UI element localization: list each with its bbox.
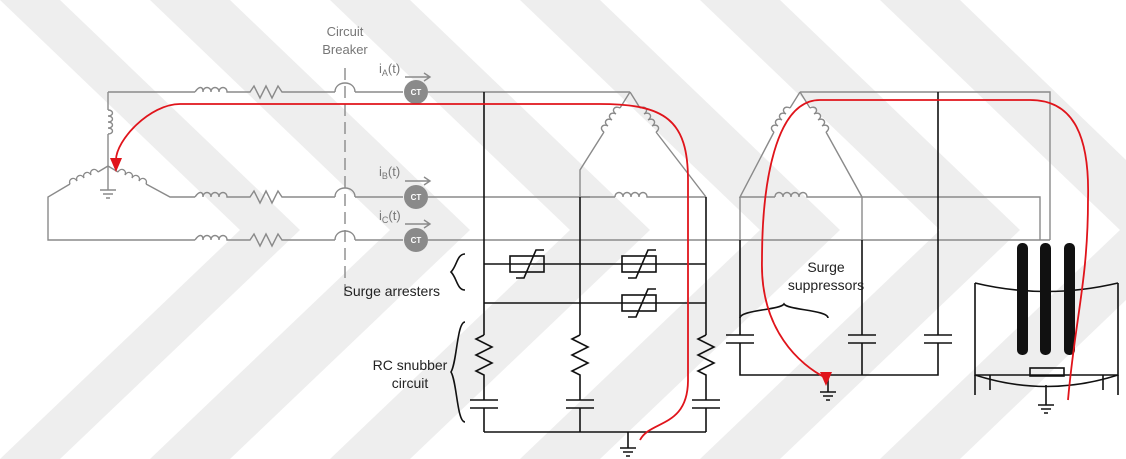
- ia-label: iA(t): [379, 61, 400, 78]
- circuit-breaker-label-1: Circuit: [327, 24, 364, 39]
- bus-lines: [483, 92, 707, 335]
- rc-snubber-label-2: circuit: [392, 375, 429, 391]
- ib-label: iB(t): [379, 164, 400, 181]
- ct-c-label: CT: [411, 236, 422, 245]
- ic-label: iC(t): [379, 208, 401, 225]
- phase-lines: [194, 84, 403, 248]
- ct-a-label: CT: [411, 88, 422, 97]
- current-transformers: CT CT CT: [404, 80, 1050, 252]
- rc-snubber: RC snubber circuit: [373, 321, 720, 457]
- surge-suppressors-label-2: suppressors: [788, 277, 864, 293]
- transformer-2: [738, 91, 1051, 240]
- surge-suppressors-label-1: Surge: [807, 259, 845, 275]
- current-labels: iA(t) iB(t) iC(t): [379, 61, 432, 229]
- surge-arresters: Surge arresters: [344, 249, 657, 318]
- rc-snubber-label-1: RC snubber: [373, 357, 448, 373]
- surge-suppressors: Surge suppressors: [726, 92, 952, 401]
- surge-arresters-label: Surge arresters: [344, 283, 440, 299]
- ct-b-label: CT: [411, 193, 422, 202]
- fault-current-path: [110, 99, 1089, 441]
- transformer-1: [579, 91, 707, 198]
- circuit-breaker-label-2: Breaker: [322, 42, 368, 57]
- circuit-breaker: Circuit Breaker: [322, 24, 368, 300]
- arc-furnace: [974, 243, 1119, 414]
